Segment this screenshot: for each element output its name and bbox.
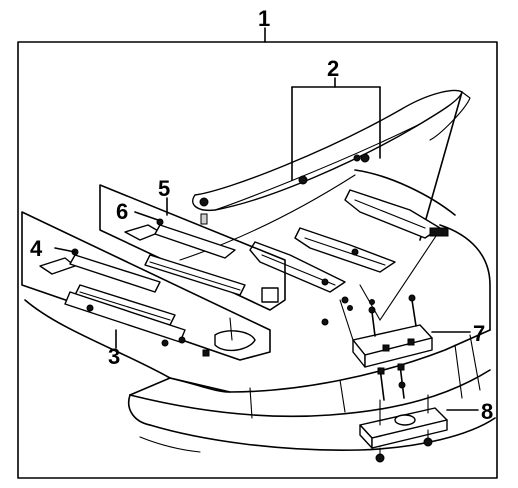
callout-6: 6 <box>116 199 128 224</box>
callout-1: 1 <box>258 6 270 31</box>
callout-5: 5 <box>158 176 170 201</box>
callout-3: 3 <box>108 344 120 369</box>
deck-lamp-housings <box>249 189 449 326</box>
callout-2: 2 <box>327 56 339 81</box>
mounting-pad <box>359 394 448 463</box>
part-group-3-box <box>21 211 271 361</box>
rear-spoiler <box>192 89 471 225</box>
third-brake-light-bracket <box>339 284 433 401</box>
diagram-frame <box>17 27 498 479</box>
leader-lines <box>54 197 479 411</box>
callout-8: 8 <box>481 399 493 424</box>
callout-7: 7 <box>473 321 485 346</box>
callout-4: 4 <box>30 236 43 261</box>
part-group-5-box <box>99 184 286 311</box>
car-body-outline <box>24 169 496 453</box>
callout-2-bracket <box>291 77 463 241</box>
